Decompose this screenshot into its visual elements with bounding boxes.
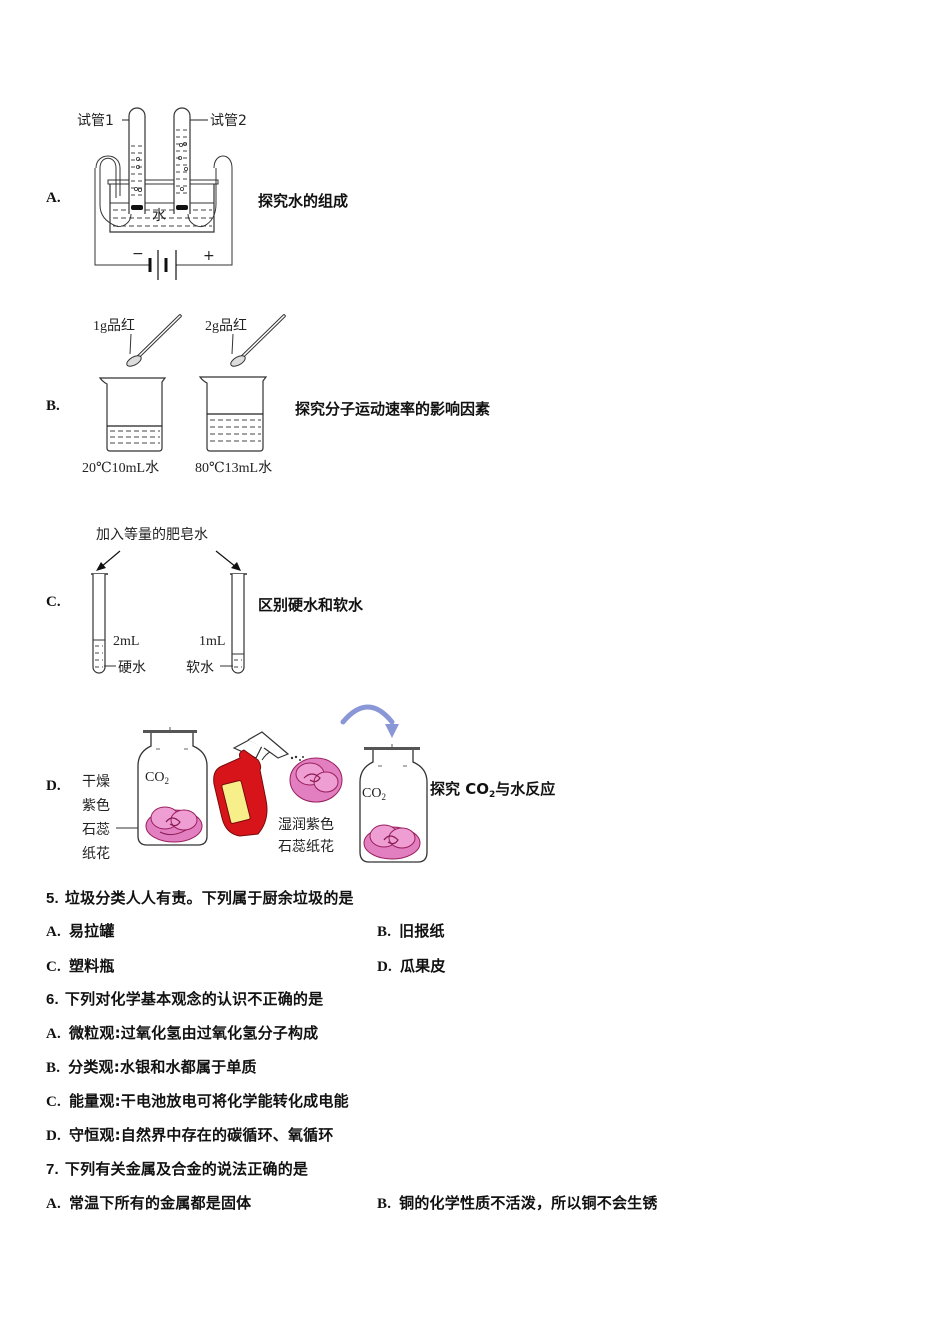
dry-litmus-flower bbox=[145, 806, 203, 843]
soft-volume-label: 1mL bbox=[199, 634, 225, 649]
right-gas-jar: CO2 bbox=[359, 744, 428, 863]
spray-bottle-icon bbox=[213, 731, 304, 837]
water-label: 水 bbox=[152, 208, 166, 224]
left-gas-jar: CO2 bbox=[137, 727, 208, 846]
wet-flower-label-line1: 湿润紫色 bbox=[278, 816, 334, 833]
soap-water-diagram: 加入等量的肥皂水 2mL 硬水 1mL 软水 bbox=[91, 526, 247, 676]
electrolysis-diagram: 试管1 试管2 水 − + bbox=[77, 107, 247, 280]
caption-a: 探究水的组成 bbox=[258, 192, 349, 210]
caption-b: 探究分子运动速率的影响因素 bbox=[295, 400, 491, 418]
wet-flower-label-line2: 石蕊纸花 bbox=[278, 839, 334, 855]
soft-water-label: 软水 bbox=[186, 660, 214, 676]
question-6-option-a[interactable]: A.微粒观:过氧化氢由过氧化氢分子构成 bbox=[46, 1024, 319, 1042]
diffusion-diagram: 1g品红 2g品红 20℃10mL水 80℃13mL水 bbox=[82, 314, 286, 476]
option-letter-a: A. bbox=[46, 190, 61, 206]
question-5-option-d[interactable]: D.瓜果皮 bbox=[377, 957, 446, 975]
question-7-stem: 7.下列有关金属及合金的说法正确的是 bbox=[46, 1160, 309, 1178]
co2-right-label: CO2 bbox=[362, 786, 386, 802]
question-6-option-b[interactable]: B.分类观:水银和水都属于单质 bbox=[46, 1058, 257, 1076]
question-6-option-d[interactable]: D.守恒观:自然界中存在的碳循环、氧循环 bbox=[46, 1126, 334, 1144]
beaker2-label: 80℃13mL水 bbox=[195, 460, 272, 476]
beaker1-label: 20℃10mL水 bbox=[82, 460, 159, 476]
wet-litmus-flower bbox=[289, 757, 343, 803]
question-7-option-a[interactable]: A.常温下所有的金属都是固体 bbox=[46, 1194, 252, 1212]
dry-flower-label-line1: 干燥 bbox=[82, 774, 110, 790]
tube2-label: 试管2 bbox=[210, 113, 247, 129]
question-5-option-a[interactable]: A.易拉罐 bbox=[46, 922, 115, 940]
hard-volume-label: 2mL bbox=[113, 634, 139, 649]
co2-litmus-diagram: 干燥 紫色 石蕊 纸花 CO2 湿润紫色 石蕊纸花 bbox=[82, 704, 428, 863]
question-5-option-c[interactable]: C.塑料瓶 bbox=[46, 957, 115, 975]
dry-flower-label-line2: 紫色 bbox=[82, 797, 110, 814]
option-letter-d: D. bbox=[46, 778, 61, 794]
option-letter-c: C. bbox=[46, 594, 61, 610]
soap-water-label: 加入等量的肥皂水 bbox=[96, 526, 208, 543]
question-5-stem: 5.垃圾分类人人有责。下列属于厨余垃圾的是 bbox=[46, 889, 354, 907]
dry-flower-label-line4: 纸花 bbox=[82, 846, 110, 862]
positive-terminal-label: + bbox=[203, 248, 215, 264]
caption-c: 区别硬水和软水 bbox=[258, 596, 364, 614]
spoon2-label: 2g品红 bbox=[205, 318, 247, 334]
option-letter-b: B. bbox=[46, 398, 60, 414]
right-jar-litmus-flower bbox=[363, 824, 421, 860]
question-5-option-b[interactable]: B.旧报纸 bbox=[377, 922, 445, 940]
dry-flower-label-line3: 石蕊 bbox=[82, 822, 110, 838]
question-7-option-b[interactable]: B.铜的化学性质不活泼，所以铜不会生锈 bbox=[377, 1194, 658, 1212]
question-6-option-c[interactable]: C.能量观:干电池放电可将化学能转化成电能 bbox=[46, 1092, 349, 1110]
spoon1-label: 1g品红 bbox=[93, 318, 135, 334]
hard-water-label: 硬水 bbox=[118, 660, 146, 676]
question-6-stem: 6.下列对化学基本观念的认识不正确的是 bbox=[46, 990, 324, 1008]
co2-left-label: CO2 bbox=[145, 770, 169, 786]
transfer-arrow-icon bbox=[340, 704, 399, 738]
negative-terminal-label: − bbox=[132, 246, 144, 262]
tube1-label: 试管1 bbox=[77, 113, 114, 129]
caption-d: 探究 CO2与水反应 bbox=[430, 780, 556, 800]
